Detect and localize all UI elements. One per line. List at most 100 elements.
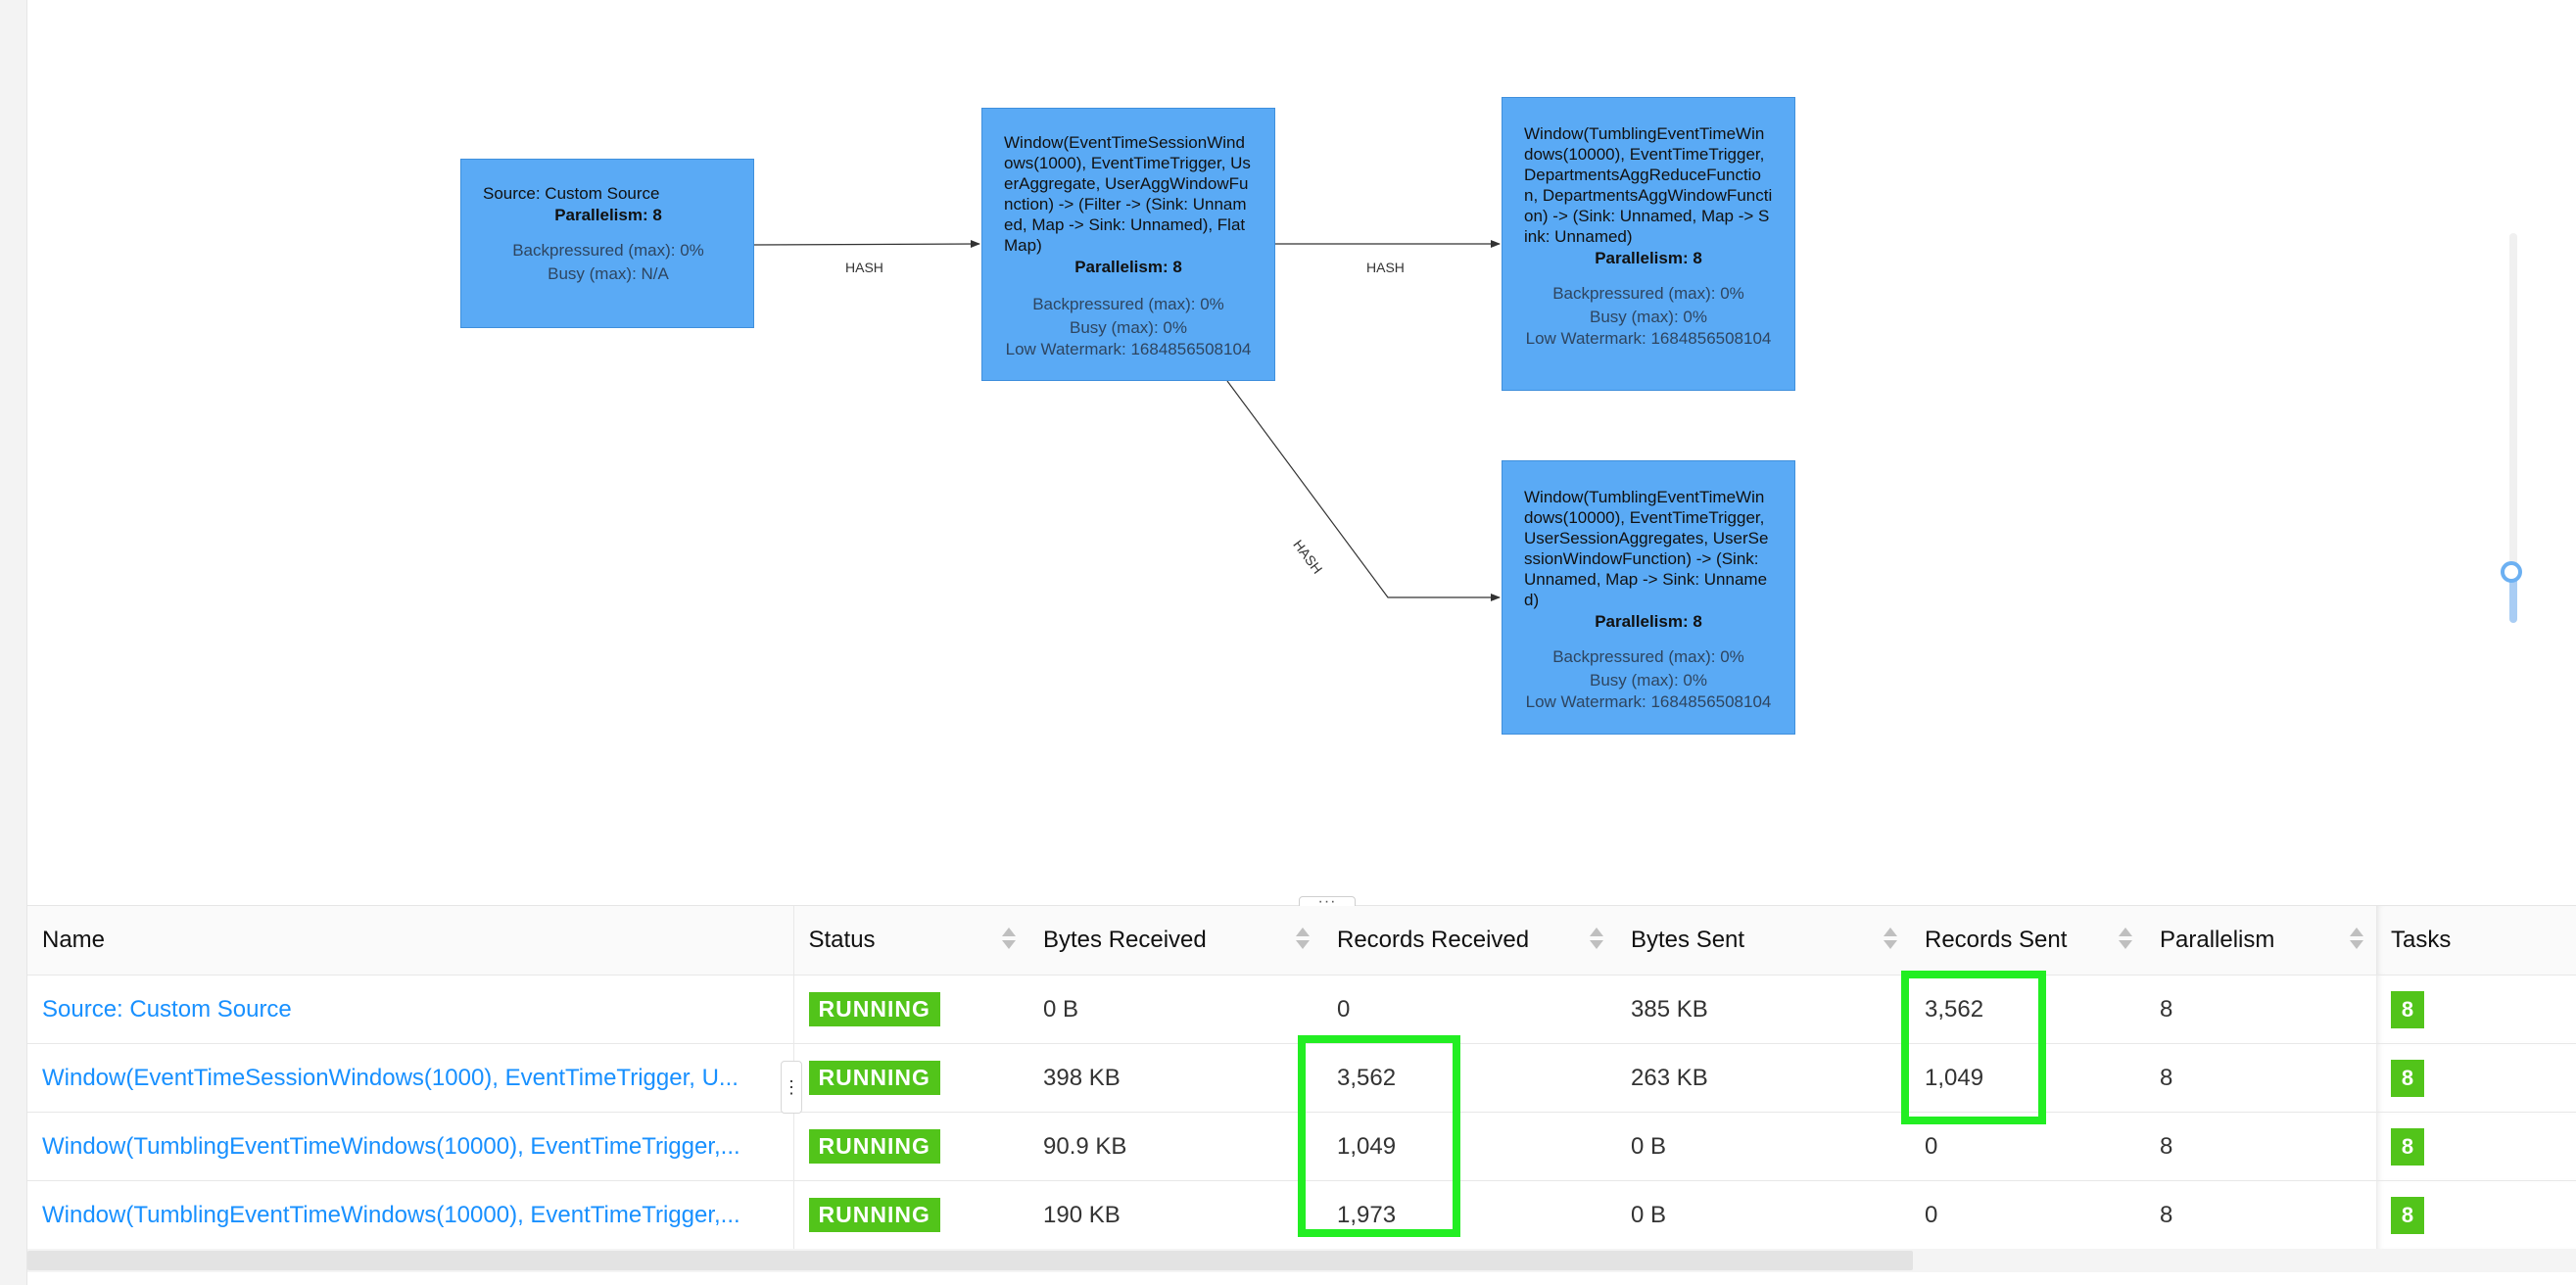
- task-count-badge[interactable]: 8: [2391, 1196, 2424, 1234]
- status-badge: RUNNING: [808, 1061, 940, 1095]
- table-row[interactable]: Window(TumblingEventTimeWindows(10000), …: [27, 1112, 2576, 1181]
- cell-parallelism: 8: [2145, 1180, 2376, 1250]
- row-drag-handle[interactable]: ⋮: [781, 1061, 802, 1114]
- vertex-name-link[interactable]: Source: Custom Source: [42, 995, 292, 1023]
- cell-tasks: 8: [2376, 1112, 2576, 1181]
- cell-bytes-sent: 0 B: [1616, 1180, 1910, 1250]
- edge-label-hash: HASH: [1366, 260, 1405, 275]
- node-busy: Busy (max): 0%: [1590, 671, 1707, 690]
- node-backpressure: Backpressured (max): 0%: [512, 241, 704, 260]
- node-low-watermark: Low Watermark: 1684856508104: [1525, 692, 1772, 711]
- horizontal-scrollbar-thumb[interactable]: [27, 1251, 1913, 1270]
- sort-icon[interactable]: [1295, 928, 1310, 953]
- graph-node-source[interactable]: Source: Custom Source Parallelism: 8 Bac…: [460, 159, 754, 328]
- node-busy: Busy (max): N/A: [548, 264, 669, 283]
- cell-status: RUNNING: [793, 1043, 1028, 1113]
- cell-bytes-received: 398 KB: [1028, 1043, 1322, 1113]
- node-description: Window(TumblingEventTimeWindows(10000), …: [1524, 124, 1773, 246]
- task-count-badge[interactable]: 8: [2391, 990, 2424, 1028]
- cell-records-received: 0: [1322, 975, 1616, 1044]
- status-badge: RUNNING: [808, 1198, 940, 1232]
- zoom-slider-handle[interactable]: [2501, 561, 2522, 583]
- node-low-watermark: Low Watermark: 1684856508104: [1525, 329, 1772, 348]
- table-row[interactable]: Window(EventTimeSessionWindows(1000), Ev…: [27, 1043, 2576, 1113]
- cell-name[interactable]: Window(TumblingEventTimeWindows(10000), …: [27, 1180, 794, 1250]
- graph-node-departments-window[interactable]: Window(TumblingEventTimeWindows(10000), …: [1502, 97, 1795, 391]
- edge-source-to-session-window: [752, 240, 980, 249]
- sort-icon[interactable]: [1001, 928, 1016, 953]
- status-badge: RUNNING: [808, 1129, 940, 1164]
- cell-bytes-received: 90.9 KB: [1028, 1112, 1322, 1181]
- table-header-row: Name Status Bytes Received Records Recei…: [27, 906, 2576, 976]
- node-metrics: Backpressured (max): 0% Busy (max): N/A: [483, 239, 734, 286]
- column-header-status[interactable]: Status: [793, 906, 1028, 976]
- column-title: Bytes Sent: [1631, 927, 1745, 953]
- graph-node-user-session-window[interactable]: Window(TumblingEventTimeWindows(10000), …: [1502, 460, 1795, 735]
- cell-records-received: 1,973: [1322, 1180, 1616, 1250]
- sort-icon[interactable]: [1589, 928, 1603, 953]
- node-metrics: Backpressured (max): 0% Busy (max): 0% L…: [1524, 282, 1773, 349]
- cell-name[interactable]: Source: Custom Source: [27, 975, 794, 1044]
- cell-name[interactable]: Window(EventTimeSessionWindows(1000), Ev…: [27, 1043, 794, 1113]
- node-metrics: Backpressured (max): 0% Busy (max): 0% L…: [1524, 645, 1773, 712]
- node-backpressure: Backpressured (max): 0%: [1552, 284, 1744, 303]
- column-title: Parallelism: [2160, 927, 2275, 953]
- graph-node-session-window[interactable]: Window(EventTimeSessionWindows(1000), Ev…: [981, 108, 1275, 381]
- column-header-name[interactable]: Name: [27, 906, 794, 976]
- cell-name[interactable]: Window(TumblingEventTimeWindows(10000), …: [27, 1112, 794, 1181]
- column-header-records-sent[interactable]: Records Sent: [1910, 906, 2145, 976]
- sort-icon[interactable]: [2349, 928, 2363, 953]
- node-parallelism: Parallelism: 8: [1595, 612, 1702, 631]
- node-low-watermark: Low Watermark: 1684856508104: [1005, 340, 1252, 358]
- cell-records-received: 3,562: [1322, 1043, 1616, 1113]
- cell-parallelism: 8: [2145, 1112, 2376, 1181]
- vertex-name-link[interactable]: Window(TumblingEventTimeWindows(10000), …: [42, 1201, 740, 1228]
- cell-bytes-sent: 0 B: [1616, 1112, 1910, 1181]
- node-parallelism: Parallelism: 8: [1595, 249, 1702, 267]
- graph-edges: [752, 240, 1501, 601]
- cell-tasks: 8: [2376, 1043, 2576, 1113]
- sort-icon[interactable]: [2118, 928, 2132, 953]
- node-parallelism: Parallelism: 8: [554, 206, 662, 224]
- node-description: Window(EventTimeSessionWindows(1000), Ev…: [1004, 133, 1251, 255]
- cell-bytes-sent: 385 KB: [1616, 975, 1910, 1044]
- cell-status: RUNNING: [793, 1180, 1028, 1250]
- cell-bytes-received: 190 KB: [1028, 1180, 1322, 1250]
- cell-bytes-sent: 263 KB: [1616, 1043, 1910, 1113]
- cell-parallelism: 8: [2145, 1043, 2376, 1113]
- cell-records-received: 1,049: [1322, 1112, 1616, 1181]
- cell-bytes-received: 0 B: [1028, 975, 1322, 1044]
- vertex-table: Name Status Bytes Received Records Recei…: [27, 906, 2576, 1250]
- left-gutter: [0, 0, 27, 1285]
- node-description: Window(TumblingEventTimeWindows(10000), …: [1524, 488, 1769, 609]
- task-count-badge[interactable]: 8: [2391, 1059, 2424, 1097]
- vertex-name-link[interactable]: Window(TumblingEventTimeWindows(10000), …: [42, 1132, 740, 1160]
- status-badge: RUNNING: [808, 992, 940, 1026]
- node-busy: Busy (max): 0%: [1590, 308, 1707, 326]
- cell-tasks: 8: [2376, 1180, 2576, 1250]
- column-title: Bytes Received: [1043, 927, 1207, 953]
- node-parallelism: Parallelism: 8: [1074, 258, 1182, 276]
- vertex-name-link[interactable]: Window(EventTimeSessionWindows(1000), Ev…: [42, 1064, 739, 1091]
- column-header-records-received[interactable]: Records Received: [1322, 906, 1616, 976]
- cell-parallelism: 8: [2145, 975, 2376, 1044]
- table-row[interactable]: Window(TumblingEventTimeWindows(10000), …: [27, 1180, 2576, 1250]
- zoom-slider-track[interactable]: [2509, 233, 2517, 623]
- column-title: Records Sent: [1925, 927, 2068, 953]
- node-busy: Busy (max): 0%: [1070, 318, 1187, 337]
- edge-label-hash: HASH: [845, 260, 883, 275]
- job-graph-canvas[interactable]: HASH HASH HASH Source: Custom Source Par…: [27, 0, 2576, 905]
- node-metrics: Backpressured (max): 0% Busy (max): 0% L…: [1004, 293, 1253, 359]
- cell-records-sent: 0: [1910, 1112, 2145, 1181]
- column-title: Tasks: [2391, 927, 2452, 953]
- edge-session-window-to-user-session-window: [1226, 380, 1501, 601]
- sort-icon[interactable]: [1883, 928, 1897, 953]
- column-header-bytes-received[interactable]: Bytes Received: [1028, 906, 1322, 976]
- table-row[interactable]: Source: Custom Source RUNNING 0 B 0 385 …: [27, 975, 2576, 1044]
- column-header-bytes-sent[interactable]: Bytes Sent: [1616, 906, 1910, 976]
- zoom-slider-fill: [2509, 575, 2517, 623]
- task-count-badge[interactable]: 8: [2391, 1127, 2424, 1166]
- cell-status: RUNNING: [793, 975, 1028, 1044]
- column-header-parallelism[interactable]: Parallelism: [2145, 906, 2376, 976]
